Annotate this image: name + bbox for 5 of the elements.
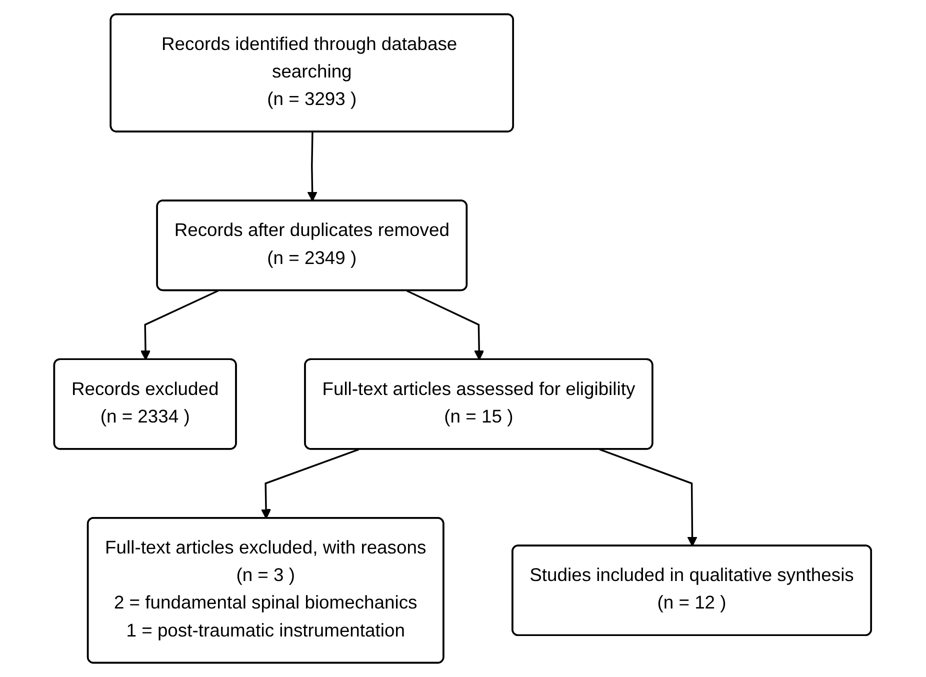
arrow — [406, 290, 484, 360]
arrow — [261, 448, 360, 519]
arrow — [140, 290, 219, 360]
arrow — [308, 132, 318, 202]
arrow — [600, 448, 698, 547]
